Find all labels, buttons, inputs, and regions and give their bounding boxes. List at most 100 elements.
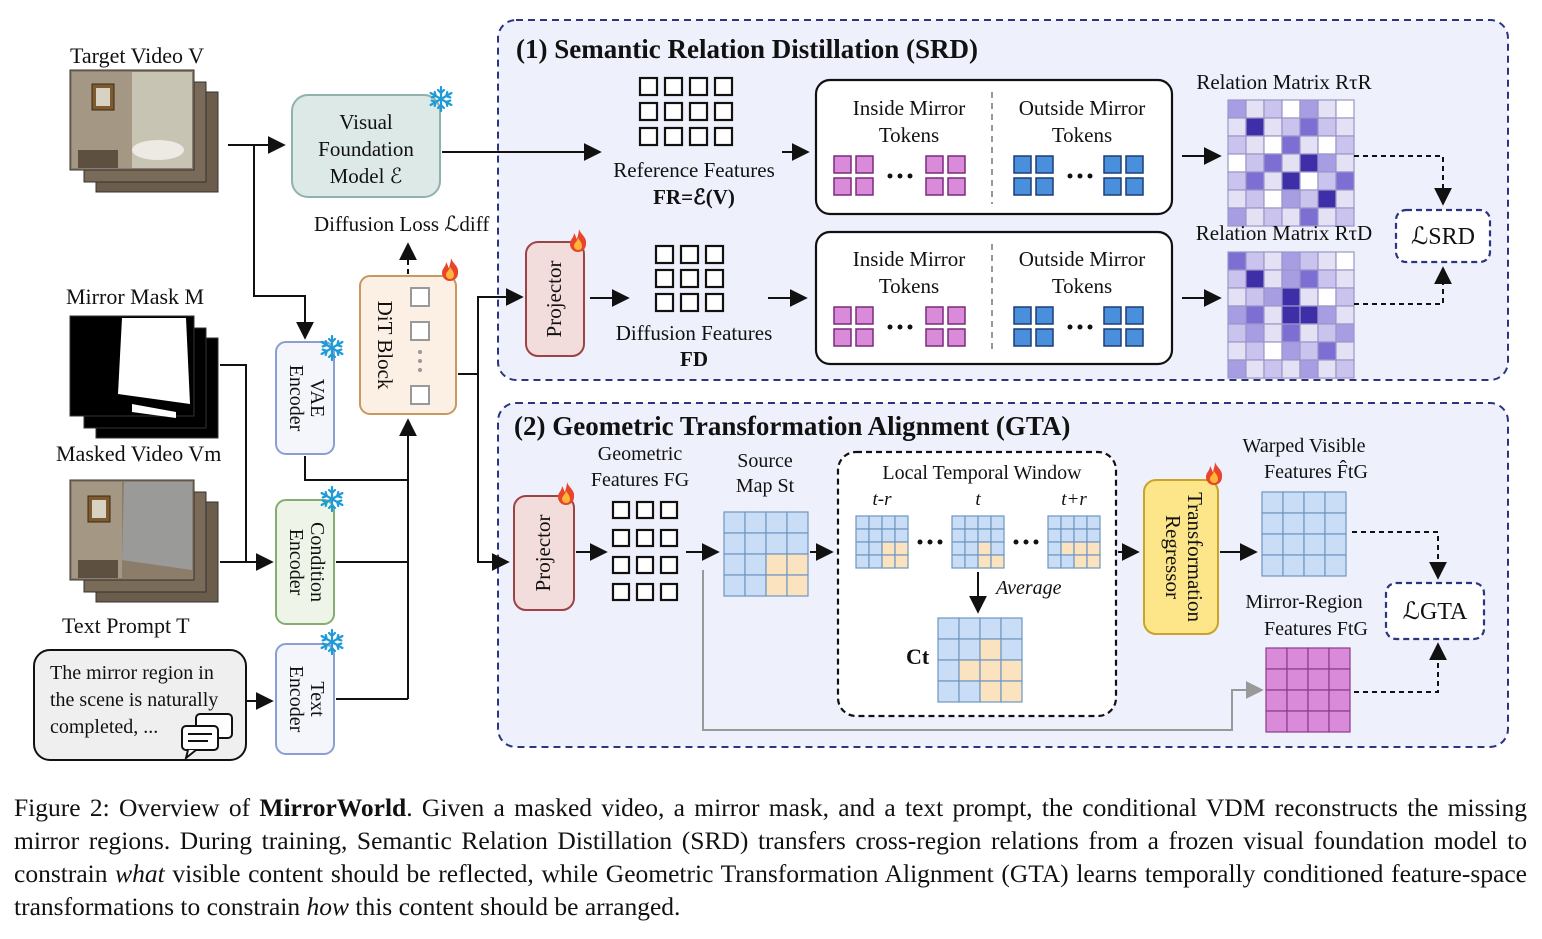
- grid-cell: [786, 553, 809, 576]
- input-connectors: [220, 136, 417, 710]
- svg-text:Text: Text: [306, 681, 328, 717]
- grid-cell: [1263, 189, 1283, 209]
- diffusion-features-symbol: FD: [680, 347, 708, 371]
- svg-text:the scene is naturally: the scene is naturally: [50, 689, 218, 711]
- caption-what: what: [115, 859, 165, 888]
- grid-cell: [1299, 359, 1319, 379]
- svg-text:Regressor: Regressor: [1161, 515, 1185, 599]
- grid-cell: [1317, 341, 1337, 361]
- svg-text:ℒGTA: ℒGTA: [1403, 599, 1468, 625]
- grid-cell: [1000, 638, 1023, 661]
- grid-cell: [1227, 269, 1247, 289]
- grid-cell: [990, 515, 1005, 530]
- grid-cell: [1073, 515, 1088, 530]
- grid-cell: [1324, 533, 1347, 556]
- grid-cell: [1261, 533, 1284, 556]
- grid-cell: [744, 532, 767, 555]
- grid-cell: [1324, 491, 1347, 514]
- grid-cell: [1265, 668, 1288, 691]
- vae-encoder: VAE Encoder: [275, 341, 335, 455]
- grid-cell: [894, 541, 909, 556]
- grid-cell: [1335, 305, 1355, 325]
- grid-cell: [1286, 668, 1309, 691]
- grid-cell: [1281, 269, 1301, 289]
- grid-cell: [1086, 554, 1101, 569]
- grid-cell: [1299, 171, 1319, 191]
- grid-cell: [1282, 554, 1305, 577]
- grid-cell: [855, 554, 870, 569]
- grid-cell: [765, 511, 788, 534]
- text-encoder: Text Encoder: [275, 643, 335, 755]
- grid-cell: [1261, 512, 1284, 535]
- grid-cell: [1324, 512, 1347, 535]
- grid-cell: [786, 532, 809, 555]
- grid-cell: [1324, 554, 1347, 577]
- grid-cell: [1261, 491, 1284, 514]
- grid-cell: [1281, 287, 1301, 307]
- dit-output-connectors: [458, 288, 524, 571]
- grid-cell: [723, 532, 746, 555]
- svg-text:Encoder: Encoder: [285, 365, 307, 432]
- transformation-regressor: Transformation Regressor: [1143, 479, 1219, 635]
- grid-cell: [1073, 554, 1088, 569]
- grid-cell: [1281, 341, 1301, 361]
- grid-cell: [1335, 323, 1355, 343]
- grid-cell: [990, 528, 1005, 543]
- grid-cell: [1245, 171, 1265, 191]
- grid-cell: [855, 515, 870, 530]
- grid-cell: [958, 638, 981, 661]
- grid-cell: [1286, 710, 1309, 733]
- grid-cell: [1317, 269, 1337, 289]
- grid-cell: [1299, 305, 1319, 325]
- grid-cell: [1261, 554, 1284, 577]
- relation-matrix-d-label: Relation Matrix RτD: [1196, 221, 1372, 245]
- grid-cell: [1245, 305, 1265, 325]
- grid-cell: [1265, 647, 1288, 670]
- svg-text:Condition: Condition: [306, 522, 328, 602]
- caption-text-2: visible content should be reflected, whi…: [14, 859, 1527, 921]
- token-box-diffusion: Inside Mirror Tokens Outside Mirror Toke…: [814, 230, 1174, 366]
- grid-cell: [1263, 359, 1283, 379]
- grid-cell: [1263, 135, 1283, 155]
- grid-cell: [1281, 251, 1301, 271]
- svg-text:Tokens: Tokens: [879, 123, 939, 147]
- svg-text:Foundation: Foundation: [318, 137, 414, 161]
- grid-cell: [937, 617, 960, 640]
- grid-cell: [1060, 541, 1075, 556]
- caption-label: Figure 2: Overview of: [14, 793, 260, 822]
- source-to-mirror-connector: [702, 570, 1264, 731]
- grid-cell: [1335, 287, 1355, 307]
- svg-text:Tokens: Tokens: [1052, 274, 1112, 298]
- grid-cell: [1281, 359, 1301, 379]
- grid-cell: [1317, 171, 1337, 191]
- grid-cell: [1245, 189, 1265, 209]
- grid-cell: [1227, 135, 1247, 155]
- grid-cell: [1245, 99, 1265, 119]
- grid-cell: [1281, 323, 1301, 343]
- grid-cell: [1317, 287, 1337, 307]
- grid-cell: [1299, 287, 1319, 307]
- mirror-features-symbol: Features FtG: [1264, 618, 1368, 640]
- grid-cell: [1299, 251, 1319, 271]
- grid-cell: [765, 532, 788, 555]
- grid-cell: [1299, 269, 1319, 289]
- geometric-features-label: Geometric: [598, 443, 683, 465]
- mirror-region-feature-grid: [1265, 647, 1351, 733]
- gta-loss: ℒGTA: [1384, 581, 1486, 641]
- grid-cell: [765, 553, 788, 576]
- grid-cell: [723, 553, 746, 576]
- grid-cell: [977, 541, 992, 556]
- grid-cell: [1263, 323, 1283, 343]
- grid-cell: [1299, 117, 1319, 137]
- svg-text:ℒSRD: ℒSRD: [1411, 224, 1475, 250]
- window-frame-t: [951, 515, 1005, 569]
- grid-cell: [951, 515, 966, 530]
- grid-cell: [881, 515, 896, 530]
- grid-cell: [868, 528, 883, 543]
- grid-cell: [1299, 153, 1319, 173]
- grid-cell: [1335, 171, 1355, 191]
- svg-text:Projector: Projector: [531, 515, 555, 592]
- svg-text:Tokens: Tokens: [879, 274, 939, 298]
- svg-text:Tokens: Tokens: [1052, 123, 1112, 147]
- grid-cell: [1263, 171, 1283, 191]
